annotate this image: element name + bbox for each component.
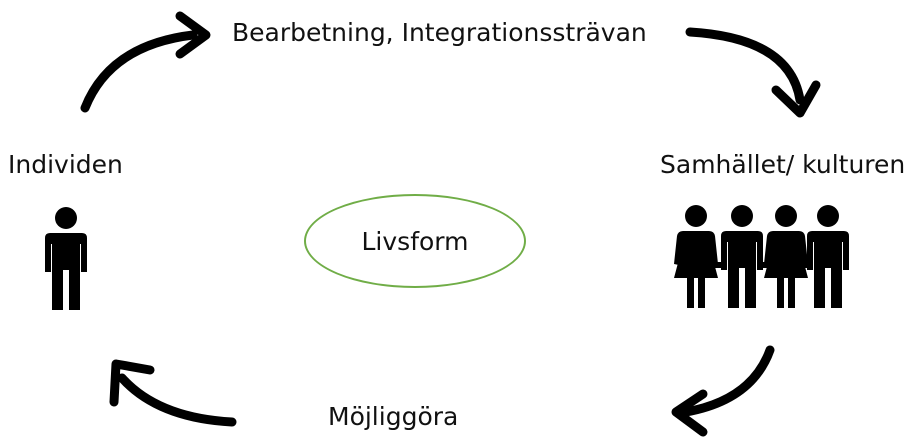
man-figure <box>807 205 849 308</box>
individual-label: Individen <box>8 150 123 179</box>
arrow-left-to-top <box>80 11 211 113</box>
center-label: Livsform <box>361 226 469 256</box>
center-ellipse: Livsform <box>304 194 526 288</box>
person-icon <box>45 207 87 310</box>
arrow-bottom-to-left <box>109 359 237 427</box>
woman-figure <box>764 205 808 308</box>
arrow-top-to-right <box>685 27 821 118</box>
woman-figure <box>674 205 718 308</box>
arrow-right-to-bottom <box>671 345 775 437</box>
society-label: Samhället/ kulturen <box>660 150 906 179</box>
process-label-bottom: Möjliggöra <box>328 402 459 431</box>
process-label-top: Bearbetning, Integrationssträvan <box>232 18 647 47</box>
group-of-people-icon <box>674 205 849 308</box>
man-figure <box>721 205 763 308</box>
